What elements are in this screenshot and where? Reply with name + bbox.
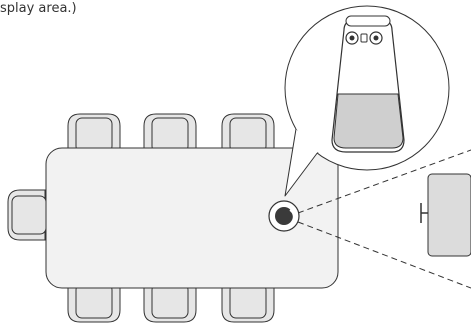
conference-speakerphone-icon bbox=[331, 15, 405, 153]
device-top-view bbox=[268, 200, 300, 232]
caption-text: splay area.) bbox=[0, 1, 77, 16]
chair-top-3 bbox=[221, 113, 275, 153]
fov-line-lower bbox=[297, 221, 471, 289]
chair-top-2 bbox=[143, 113, 197, 153]
chair-left bbox=[7, 189, 47, 241]
chair-bottom-1 bbox=[67, 283, 121, 323]
chair-bottom-2 bbox=[143, 283, 197, 323]
fov-line-upper bbox=[297, 149, 471, 214]
display-screen-icon bbox=[420, 173, 471, 257]
conference-table bbox=[45, 147, 339, 289]
chair-bottom-3 bbox=[221, 283, 275, 323]
chair-top-1 bbox=[67, 113, 121, 153]
